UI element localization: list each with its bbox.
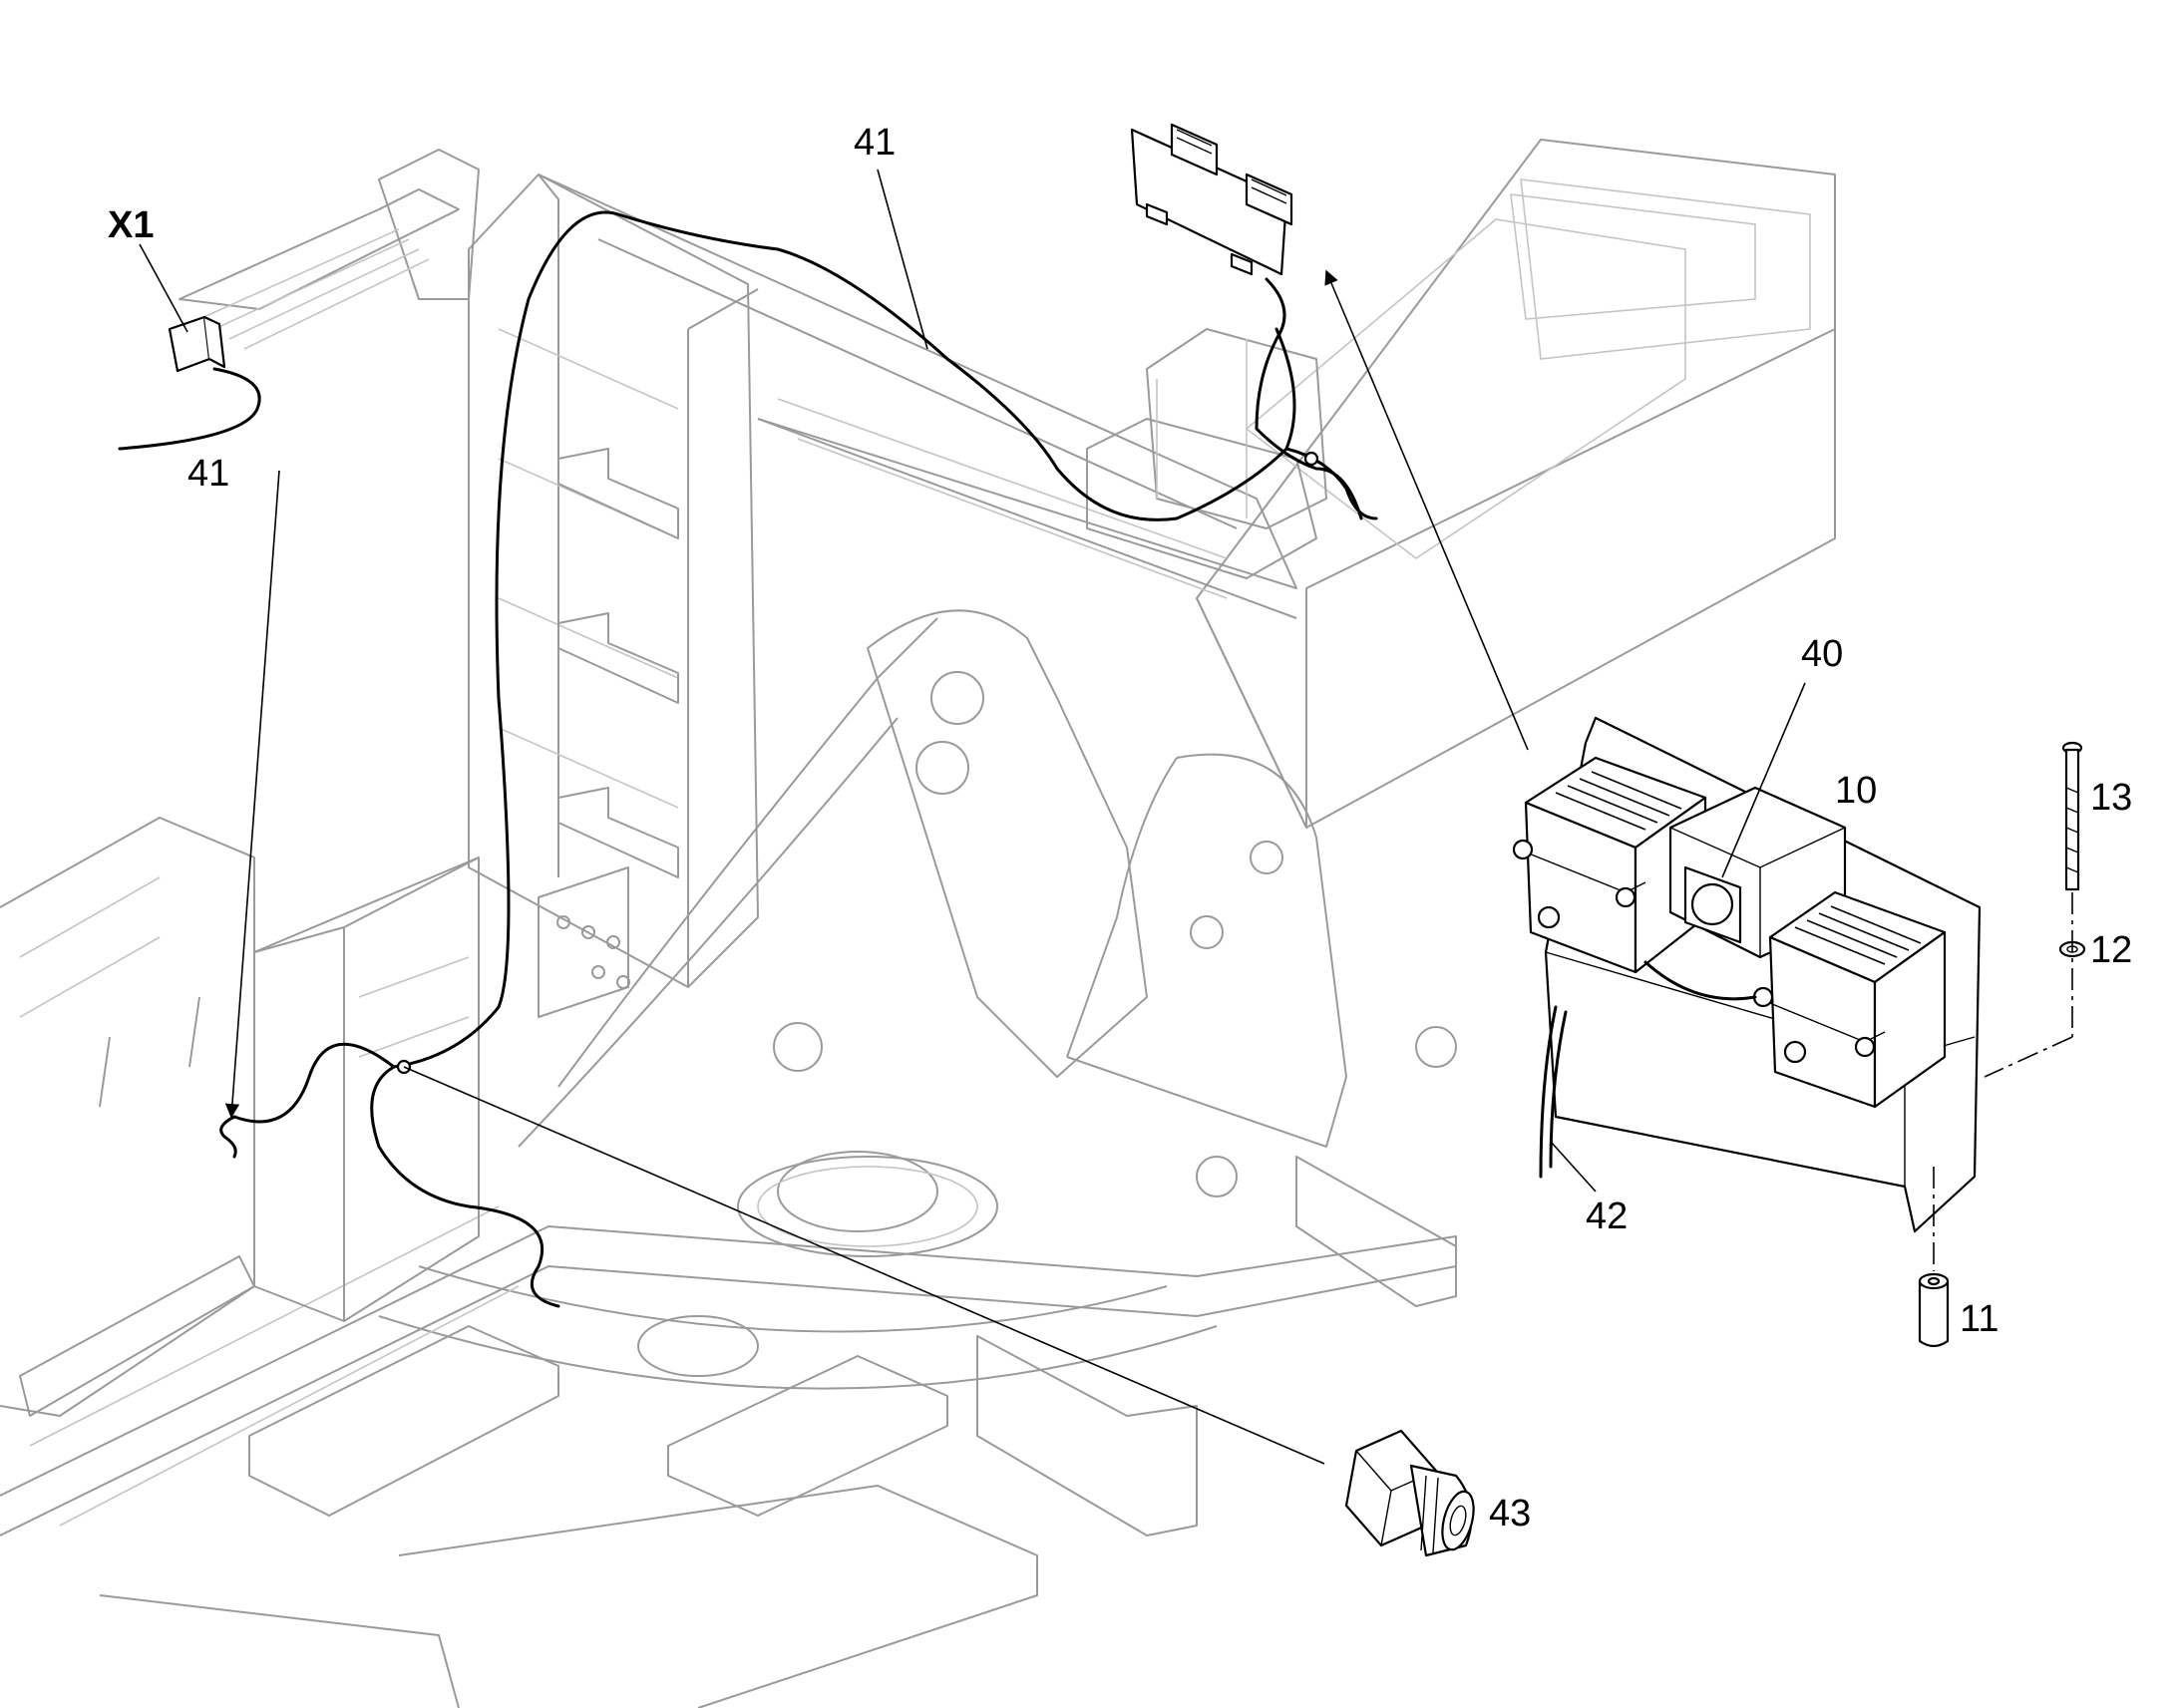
callout-13: 13 [2090, 777, 2132, 819]
callout-12: 12 [2090, 929, 2132, 971]
callout-42: 42 [1586, 1196, 1628, 1237]
machine-frame [0, 139, 1836, 1708]
callout-40: 40 [1801, 633, 1843, 675]
leader-lines [139, 169, 1806, 1465]
work-lamp-assembly-10 [1512, 716, 1982, 1233]
bolt-13 [2061, 741, 2083, 891]
wiring-harness-41 [219, 210, 1378, 1308]
callout-43: 43 [1489, 1493, 1531, 1535]
callout-41-top: 41 [854, 122, 896, 164]
spacer-sleeve-11 [1918, 1272, 1950, 1348]
cable-42 [1539, 1005, 1568, 1179]
callout-11: 11 [1960, 1298, 1998, 1340]
mounting-plate-small [1130, 123, 1363, 520]
cable-gland-43 [1344, 1429, 1475, 1557]
callout-x1: X1 [108, 204, 154, 246]
callout-labels: X1 41 41 40 10 13 12 11 42 43 [108, 122, 2132, 1535]
assembly-center-lines [1933, 892, 2073, 1271]
terminal-strip-x1 [118, 149, 480, 451]
callout-41-left: 41 [187, 453, 229, 495]
callout-10: 10 [1835, 770, 1877, 812]
